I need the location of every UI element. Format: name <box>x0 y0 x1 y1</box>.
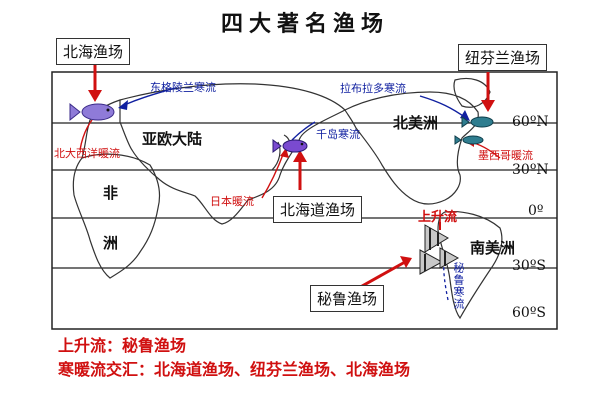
north-sea-fish-icon <box>69 102 115 122</box>
japan-current-arrow <box>261 151 285 199</box>
latitude-label-60s: 60ºS <box>512 305 546 321</box>
north-atlantic-current-label: 北大西洋暖流 <box>54 147 120 160</box>
newfoundland-callout-arrowhead <box>481 100 495 112</box>
upwelling-label: 上升流 <box>418 210 458 225</box>
africa-label-bottom: 洲 <box>103 234 119 252</box>
latitude-label-60n: 60ºN <box>512 114 549 130</box>
japan-current-label: 日本暖流 <box>210 195 254 208</box>
map-frame <box>51 71 558 330</box>
south-america-outline <box>437 210 503 320</box>
north-america-label: 北美洲 <box>393 114 439 132</box>
kuril-current-arrow <box>291 121 316 141</box>
gulf-stream-label: 墨西哥暖流 <box>478 149 533 162</box>
summary-upwelling: 上升流：秘鲁渔场 <box>58 336 187 355</box>
north-sea-fishery-label: 北海渔场 <box>56 38 131 65</box>
kuril-current-label: 千岛寒流 <box>316 128 360 141</box>
hokkaido-fishery-label: 北海道渔场 <box>273 196 363 223</box>
peru-fish-icon <box>419 224 460 275</box>
north-sea-callout-arrowhead <box>88 90 102 102</box>
hokkaido-callout-arrowhead <box>293 150 307 162</box>
africa-label-top: 非 <box>103 184 119 202</box>
eurasia-label: 亚欧大陆 <box>142 130 203 148</box>
peru-current-label: 秘鲁寒流 <box>452 262 465 310</box>
japan-outline <box>271 134 291 171</box>
south-america-label: 南美洲 <box>470 239 516 257</box>
labrador-current-label: 拉布拉多寒流 <box>340 82 406 95</box>
hokkaido-fish-icon <box>272 139 308 153</box>
east-greenland-current-arrowhead <box>118 100 128 110</box>
north-atlantic-current-arrow <box>79 119 93 151</box>
latitude-label-30n: 30ºN <box>512 162 549 178</box>
eurasia-africa-outline <box>119 83 347 225</box>
greenland-outline <box>453 77 491 108</box>
summary-convergence: 寒暖流交汇：北海道渔场、纽芬兰渔场、北海渔场 <box>58 360 411 379</box>
north-america-outline <box>344 91 479 205</box>
peru-callout-arrowhead <box>400 256 412 268</box>
newfoundland-fish-icon <box>454 116 494 145</box>
africa-outline <box>72 153 161 279</box>
newfoundland-fishery-label: 纽芬兰渔场 <box>458 44 548 71</box>
diagram-title: 四大著名渔场 <box>220 11 389 37</box>
latitude-label-equator: 0º <box>528 203 544 219</box>
latitude-label-30s: 30ºS <box>512 258 546 274</box>
peru-fishery-label: 秘鲁渔场 <box>310 285 385 312</box>
east-greenland-current-label: 东格陵兰寒流 <box>150 81 216 94</box>
